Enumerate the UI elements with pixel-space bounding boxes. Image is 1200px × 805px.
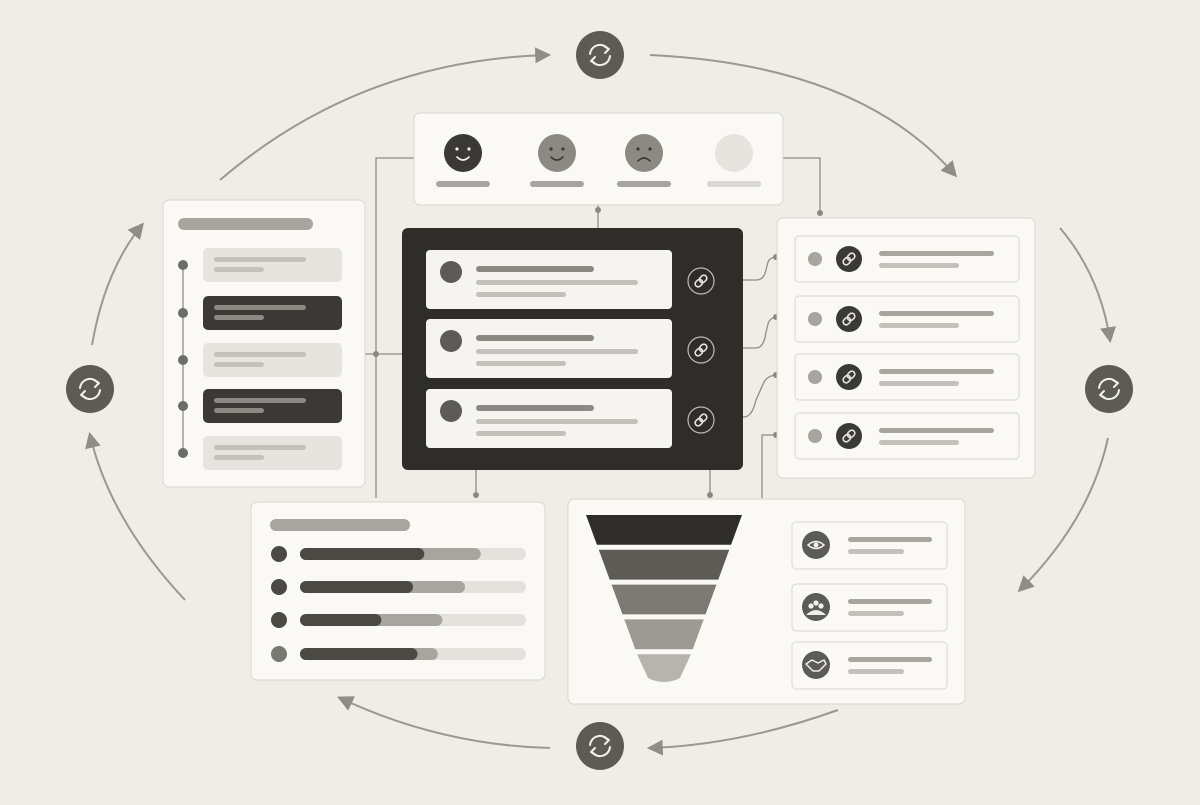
funnel-stage[interactable] (611, 584, 717, 615)
link-icon[interactable] (687, 336, 715, 364)
sync-node-right[interactable] (1085, 365, 1133, 413)
linked-item[interactable] (794, 235, 1020, 283)
sync-node-top[interactable] (576, 31, 624, 79)
progress-row (271, 546, 526, 562)
central-panel (402, 228, 743, 470)
cycle-arrow-left-top (91, 222, 145, 346)
linked-panel (776, 217, 1036, 479)
cycle-arrow-bottom-left (337, 696, 551, 749)
connector-sentiment-right (783, 157, 821, 213)
handshake-icon (802, 651, 830, 679)
progress-row (271, 612, 526, 628)
linked-item[interactable] (794, 412, 1020, 460)
progress-fill-primary (300, 548, 425, 560)
progress-row (271, 646, 526, 662)
link-icon (836, 306, 862, 332)
progress-panel (250, 501, 546, 681)
timeline-dot (178, 401, 188, 411)
sad-face-icon (625, 134, 663, 172)
record-avatar (440, 400, 462, 422)
timeline-item[interactable] (178, 248, 342, 282)
funnel-stage[interactable] (624, 619, 704, 650)
happy-face-icon (444, 134, 482, 172)
funnel-stage[interactable] (598, 549, 730, 580)
refresh-icon (79, 377, 101, 401)
sentiment-option[interactable] (530, 134, 584, 187)
blank-face-icon (715, 134, 753, 172)
cycle-arrows (85, 47, 1116, 756)
funnel-legend-item[interactable] (791, 521, 948, 570)
sync-node-left[interactable] (66, 365, 114, 413)
cycle-arrow-right-top (1059, 227, 1116, 344)
timeline-dot (178, 355, 188, 365)
link-icon (836, 423, 862, 449)
linked-item[interactable] (794, 295, 1020, 343)
cycle-arrow-bottom-right (646, 709, 839, 756)
refresh-icon (1098, 377, 1120, 401)
record-card[interactable] (426, 250, 715, 309)
smile-face-icon (538, 134, 576, 172)
eye-icon (802, 531, 830, 559)
timeline-dot (178, 260, 188, 270)
link-icon (836, 246, 862, 272)
sync-node-bottom[interactable] (576, 722, 624, 770)
timeline-dot (178, 448, 188, 458)
progress-header-bar (270, 519, 410, 531)
timeline-item[interactable] (178, 389, 342, 423)
sync-nodes (66, 31, 1133, 770)
progress-fill-primary (300, 581, 413, 593)
timeline-header-bar (178, 218, 313, 230)
timeline-item[interactable] (178, 296, 342, 330)
record-card[interactable] (426, 319, 715, 378)
sentiment-label-bar (617, 181, 671, 187)
timeline-panel (162, 199, 366, 488)
timeline-item[interactable] (178, 343, 342, 377)
sentiment-option[interactable] (436, 134, 490, 187)
link-icon[interactable] (687, 267, 715, 295)
link-icon[interactable] (687, 406, 715, 434)
record-avatar (440, 261, 462, 283)
sentiment-label-bar (530, 181, 584, 187)
progress-row (271, 579, 526, 595)
record-card[interactable] (426, 389, 715, 448)
group-icon (802, 593, 830, 621)
refresh-icon (589, 43, 611, 67)
funnel-stage[interactable] (586, 515, 742, 545)
refresh-icon (589, 734, 611, 758)
link-icon (836, 364, 862, 390)
linked-item[interactable] (794, 353, 1020, 401)
connector-linked-funnel (761, 434, 776, 498)
funnel-legend-item[interactable] (791, 641, 948, 690)
sentiment-option[interactable] (707, 134, 761, 187)
cycle-arrow-top-right (649, 54, 958, 178)
sentiment-label-bar (707, 181, 761, 187)
cycle-arrow-right-bottom (1017, 437, 1109, 593)
funnel-panel (567, 498, 966, 705)
cycle-arrow-left-bottom (85, 431, 186, 601)
sentiment-label-bar (436, 181, 490, 187)
progress-fill-primary (300, 614, 382, 626)
sentiment-option[interactable] (617, 134, 671, 187)
progress-fill-primary (300, 648, 418, 660)
timeline-dot (178, 308, 188, 318)
timeline-item[interactable] (178, 436, 342, 470)
connector-sentiment-left (375, 157, 415, 498)
funnel-stage[interactable] (637, 654, 691, 682)
sentiment-panel (413, 112, 784, 206)
record-avatar (440, 330, 462, 352)
funnel-legend-item[interactable] (791, 583, 948, 632)
cycle-arrow-top-left (219, 47, 552, 181)
